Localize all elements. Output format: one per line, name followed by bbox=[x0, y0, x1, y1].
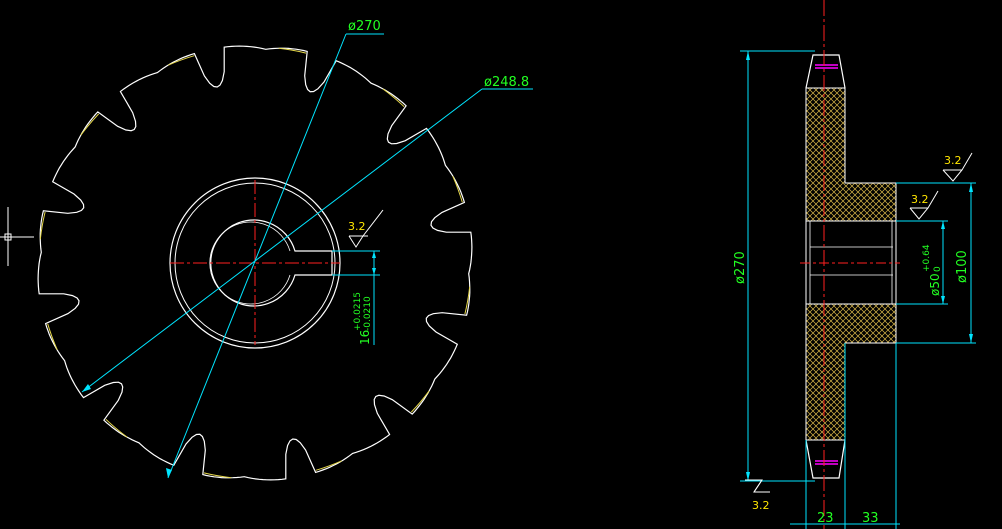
dim-label-pitch-diameter: ø248.8 bbox=[484, 75, 529, 90]
svg-text:3.2: 3.2 bbox=[752, 499, 770, 512]
leader-diameter-270 bbox=[167, 33, 347, 479]
arrow-head bbox=[82, 384, 91, 392]
crosshair-cursor-icon bbox=[0, 207, 34, 266]
leader-diameter-248-8 bbox=[81, 88, 483, 393]
arrow-head bbox=[746, 472, 750, 481]
tooth-rim-arc bbox=[315, 460, 343, 471]
svg-text:16: 16 bbox=[358, 330, 372, 345]
front-view: ø270 ø248.8 3.2 16 +0.0215 -0.0210 bbox=[0, 19, 533, 481]
svg-text:ø50: ø50 bbox=[928, 273, 942, 296]
roughness-symbol: 3.2 bbox=[348, 209, 384, 248]
tooth-rim-arc bbox=[410, 390, 430, 413]
arrow-head bbox=[166, 468, 172, 478]
tooth-profile bbox=[37, 45, 473, 481]
roughness-symbol-bore: 3.2 bbox=[909, 190, 939, 220]
section-hatch-upper bbox=[805, 87, 897, 222]
dim-label-hub-width: 33 bbox=[862, 511, 879, 526]
arrow-head bbox=[969, 334, 973, 343]
tooth-rim-arc bbox=[464, 286, 471, 315]
dim-label-overall-diameter: ø270 bbox=[733, 251, 748, 284]
svg-text:0: 0 bbox=[933, 266, 943, 272]
tooth-rim-arc bbox=[203, 472, 232, 479]
arrow-head bbox=[941, 221, 945, 229]
section-hatch-lower bbox=[805, 303, 897, 441]
tooth-rim-arc bbox=[47, 323, 58, 351]
tooth-rim-arc bbox=[39, 211, 46, 240]
arrow-head bbox=[372, 268, 376, 275]
svg-text:3.2: 3.2 bbox=[944, 154, 962, 167]
svg-text:+0.0215: +0.0215 bbox=[353, 292, 363, 331]
tooth-rim-arc bbox=[278, 47, 307, 54]
tooth-tip-top bbox=[805, 54, 846, 89]
roughness-symbol-hub-top: 3.2 bbox=[942, 152, 973, 182]
tooth-tip-bottom bbox=[805, 439, 846, 479]
tooth-rim-arc bbox=[80, 113, 100, 136]
arrow-head bbox=[941, 296, 945, 304]
tooth-rim-arc bbox=[167, 55, 195, 66]
svg-text:3.2: 3.2 bbox=[348, 220, 366, 233]
roughness-symbol-bottom: 3.2 bbox=[745, 479, 770, 512]
svg-text:+0.64: +0.64 bbox=[922, 244, 932, 272]
tooth-rim-arc bbox=[105, 418, 128, 438]
dim-label-plate-width: 23 bbox=[817, 511, 834, 526]
bore-with-keyway bbox=[210, 219, 333, 307]
side-section-view: ø270 ø100 ø50 +0.64 0 3.2 3.2 bbox=[733, 0, 976, 529]
dim-label-outer-diameter: ø270 bbox=[348, 19, 381, 34]
arrow-head bbox=[969, 183, 973, 192]
svg-text:3.2: 3.2 bbox=[911, 193, 929, 206]
arrow-head bbox=[746, 51, 750, 60]
arrow-head bbox=[372, 251, 376, 258]
dim-label-bore-diameter: ø50 +0.64 0 bbox=[922, 244, 943, 296]
svg-text:-0.0210: -0.0210 bbox=[363, 296, 373, 331]
keyway-tolerance-label: 16 +0.0215 -0.0210 bbox=[353, 292, 373, 345]
dim-label-hub-diameter: ø100 bbox=[955, 250, 970, 283]
tooth-rim-arc bbox=[382, 88, 405, 108]
sprocket-teeth-outline bbox=[37, 45, 473, 481]
tooth-rim-arc bbox=[452, 175, 463, 203]
bore-inner-line bbox=[209, 221, 291, 305]
